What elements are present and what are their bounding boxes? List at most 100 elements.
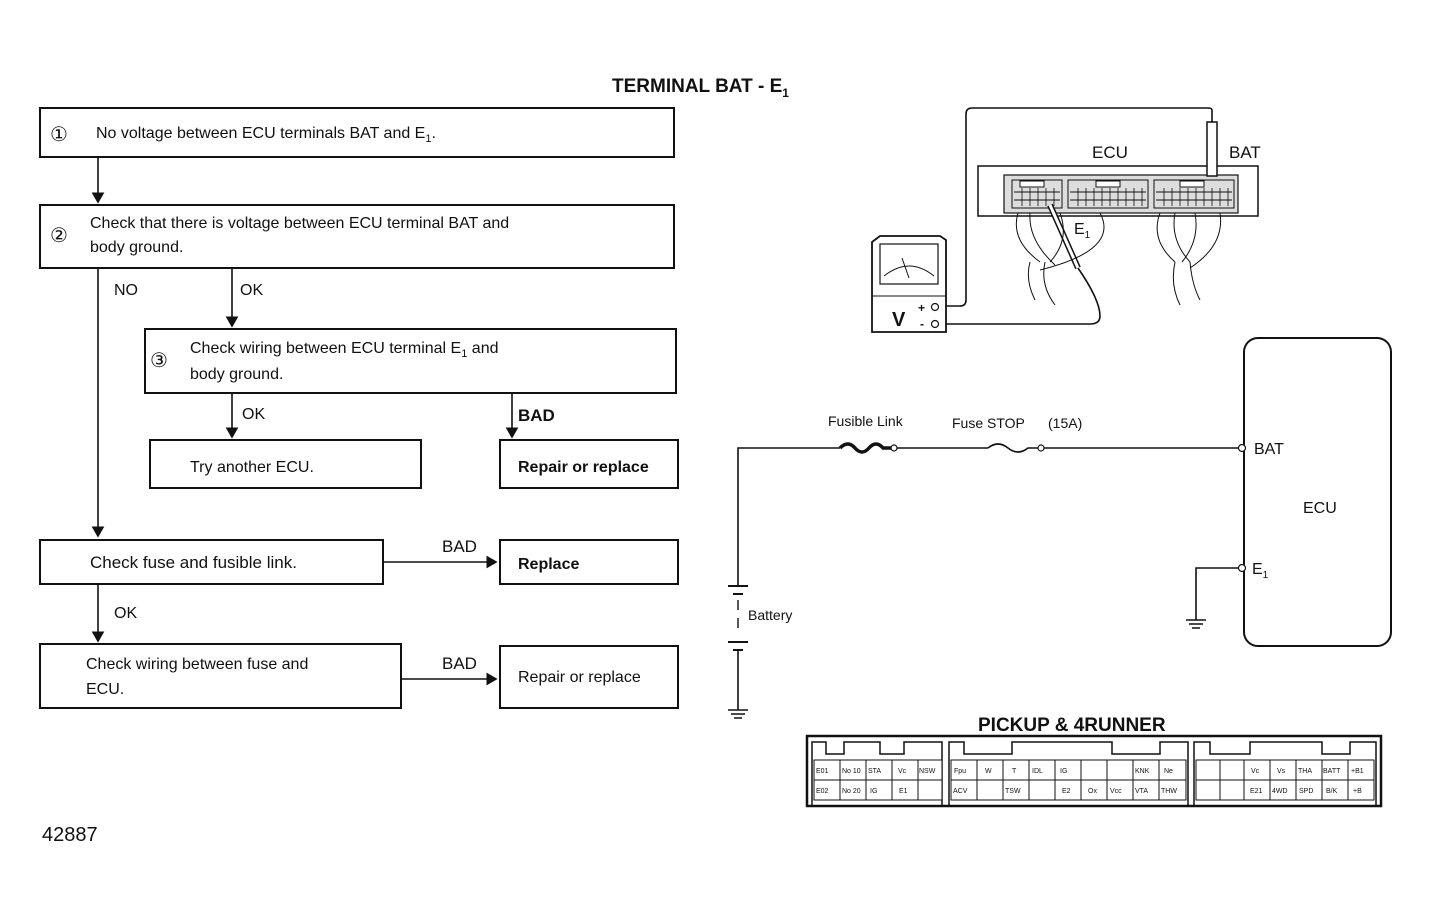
meter-minus-terminal <box>930 319 940 329</box>
connector-block-3: Vc Vs THA BATT +B1 E21 4WD SPD B/K +B <box>1195 759 1375 801</box>
step2-line2: body ground. <box>90 239 183 256</box>
schematic-e1-label: E1 <box>1252 561 1269 581</box>
step1-number: ① <box>50 124 68 146</box>
svg-text:KNK: KNK <box>1135 768 1150 775</box>
meter-minus: - <box>920 317 924 331</box>
fuse-symbol <box>987 443 1038 453</box>
replace-text: Replace <box>518 556 579 573</box>
svg-text:ACV: ACV <box>953 788 968 795</box>
wiring-check-line1: Check wiring between fuse and <box>86 656 308 673</box>
svg-text:E01: E01 <box>816 768 829 775</box>
battery-label: Battery <box>748 607 792 623</box>
meter-plus: + <box>918 301 925 315</box>
fuse-rating-label: (15A) <box>1048 415 1082 431</box>
repair-box-1 <box>499 439 679 489</box>
svg-text:E2: E2 <box>1062 788 1071 795</box>
label-bad-wiring: BAD <box>442 654 477 673</box>
wiring-check-box <box>39 643 402 709</box>
step3-line1: Check wiring between ECU terminal E1 and <box>190 340 498 360</box>
svg-text:VTA: VTA <box>1135 788 1148 795</box>
step3-line2: body ground. <box>190 366 283 383</box>
flowchart: ① No voltage between ECU terminals BAT a… <box>39 107 679 709</box>
svg-text:SPD: SPD <box>1299 788 1313 795</box>
svg-text:Fpu: Fpu <box>954 768 966 775</box>
svg-text:Vs: Vs <box>1277 768 1286 775</box>
svg-text:Vc: Vc <box>1251 768 1260 775</box>
svg-text:TSW: TSW <box>1005 788 1021 795</box>
battery-symbol <box>728 585 748 719</box>
ecu-block <box>1243 337 1392 647</box>
voltmeter: V + - <box>871 235 947 333</box>
label-ok-2: OK <box>240 282 263 299</box>
svg-text:STA: STA <box>868 768 881 775</box>
label-ok-3: OK <box>242 406 265 423</box>
schematic-ecu-label: ECU <box>1303 500 1337 517</box>
bat-label: BAT <box>1229 143 1261 162</box>
e1-ground-wire <box>1195 567 1240 620</box>
try-ecu-box <box>149 439 422 489</box>
fuse-stop-label: Fuse STOP <box>952 415 1025 431</box>
fusible-link-label: Fusible Link <box>828 413 904 429</box>
svg-text:B/K: B/K <box>1326 788 1338 795</box>
wire-harness-right <box>1156 212 1222 269</box>
label-bad-fuse: BAD <box>442 537 477 556</box>
svg-text:E21: E21 <box>1250 788 1263 795</box>
fusible-link-symbol <box>838 442 892 454</box>
svg-text:NSW: NSW <box>919 768 936 775</box>
circuit-schematic: ECU Fusible Link Fuse STOP (15A) BAT <box>728 337 1392 719</box>
connector-pins <box>1011 179 1235 209</box>
test-illustration: ECU BAT E1 V + - <box>871 107 1261 333</box>
try-ecu-text: Try another ECU. <box>190 459 314 476</box>
connector-block-2: Fpu W T IDL IG KNK Ne ACV TSW E2 Ox Vcc … <box>950 759 1187 801</box>
fuse-check-text: Check fuse and fusible link. <box>90 553 297 572</box>
step2-line1: Check that there is voltage between ECU … <box>90 215 509 232</box>
svg-text:BATT: BATT <box>1323 768 1341 775</box>
figure-number: 42887 <box>42 824 98 846</box>
svg-text:IDL: IDL <box>1032 768 1043 775</box>
connector-title: PICKUP & 4RUNNER <box>978 715 1166 736</box>
svg-text:Vc: Vc <box>898 768 907 775</box>
e1-terminal <box>1237 563 1247 573</box>
ecu-label: ECU <box>1092 143 1128 162</box>
step2-number: ② <box>50 225 68 247</box>
wiring-check-line2: ECU. <box>86 681 124 698</box>
svg-text:T: T <box>1012 768 1017 775</box>
svg-text:THW: THW <box>1161 788 1177 795</box>
label-bad-3: BAD <box>518 406 555 425</box>
svg-text:Ox: Ox <box>1088 788 1097 795</box>
connector-block-1: E01 No 10 STA Vc NSW E02 No 20 IG E1 <box>813 759 943 801</box>
schematic-bat-label: BAT <box>1254 441 1284 458</box>
page-title: TERMINAL BAT - E1 <box>612 76 789 100</box>
svg-text:No 20: No 20 <box>842 788 861 795</box>
bat-probe <box>1206 121 1218 177</box>
step2-box <box>39 204 675 269</box>
svg-text:E1: E1 <box>899 788 908 795</box>
svg-text:No 10: No 10 <box>842 768 861 775</box>
step1-text: No voltage between ECU terminals BAT and… <box>96 125 436 145</box>
svg-text:Ne: Ne <box>1164 768 1173 775</box>
ground-symbol <box>1186 619 1206 629</box>
e1-lead-wire <box>942 267 1101 325</box>
fuse-check-box <box>39 539 384 585</box>
svg-text:W: W <box>985 768 992 775</box>
repair-box-2 <box>499 645 679 709</box>
label-ok-fuse: OK <box>114 605 137 622</box>
wire-harness-left <box>1015 212 1105 271</box>
step3-number: ③ <box>150 350 168 372</box>
e1-label: E1 <box>1074 221 1091 241</box>
repair-text-1: Repair or replace <box>518 459 649 476</box>
step3-box <box>144 328 677 394</box>
svg-text:IG: IG <box>1060 768 1067 775</box>
svg-text:4WD: 4WD <box>1272 788 1288 795</box>
svg-text:E02: E02 <box>816 788 829 795</box>
meter-label: V <box>892 309 906 331</box>
svg-text:+B1: +B1 <box>1351 768 1364 775</box>
battery-positive-wire <box>737 447 840 586</box>
bat-terminal <box>1237 443 1247 453</box>
step1-box <box>39 107 675 158</box>
bat-lead-wire <box>942 107 1213 307</box>
svg-text:Vcc: Vcc <box>1110 788 1122 795</box>
svg-text:THA: THA <box>1298 768 1312 775</box>
connector-pinout: PICKUP & 4RUNNER E01 No 10 STA Vc NSW E0… <box>805 715 1383 808</box>
